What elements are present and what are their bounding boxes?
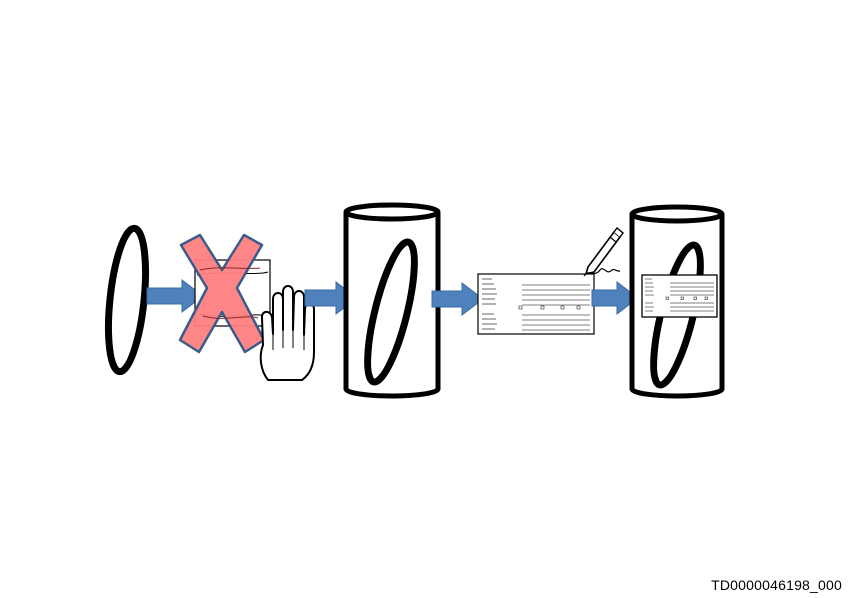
stop-hand-icon <box>259 285 315 381</box>
pen-icon <box>583 226 624 277</box>
contained-o-ring-icon <box>364 238 418 386</box>
arrow-1-icon <box>146 278 204 314</box>
o-ring-icon <box>104 224 150 376</box>
arrow-4-icon <box>591 280 639 316</box>
document-id: TD0000046198_000 <box>711 577 842 593</box>
arrow-3-icon <box>431 281 484 317</box>
form-document-icon <box>477 273 595 335</box>
container-icon <box>343 202 441 399</box>
attached-form-icon <box>641 274 718 318</box>
